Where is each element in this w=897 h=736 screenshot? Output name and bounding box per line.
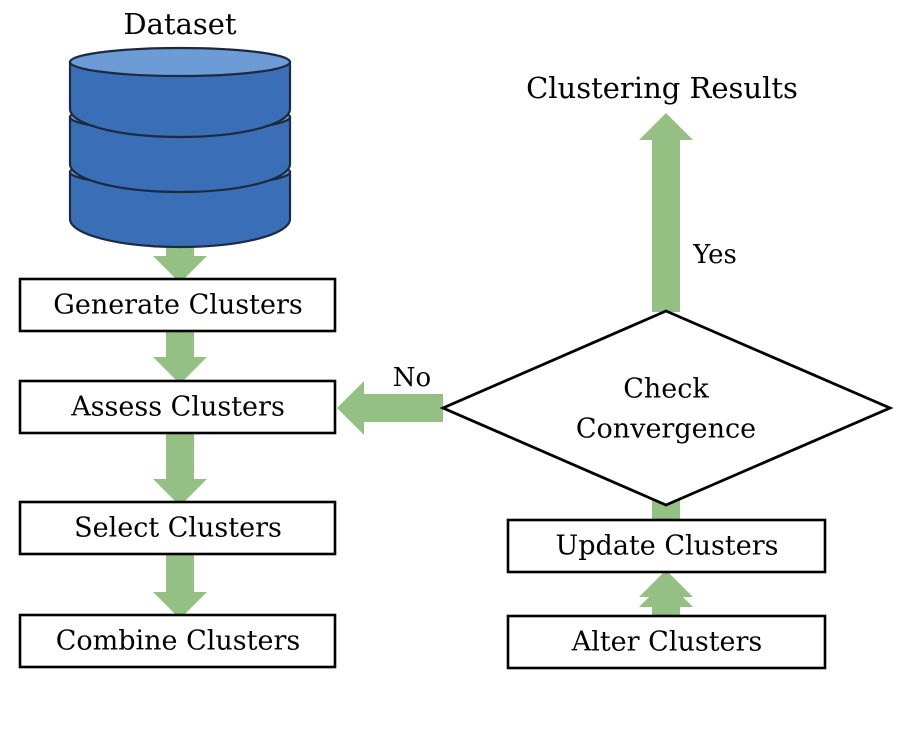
box-assess-clusters[interactable] (18, 379, 337, 435)
dataset-title: Dataset (123, 7, 237, 41)
box-alter-clusters[interactable] (506, 614, 827, 670)
dataset-cylinder-icon (68, 46, 292, 249)
arrow-assess-to-select (153, 432, 207, 506)
label-select-clusters: Select Clusters (74, 513, 282, 544)
box-combine-clusters[interactable] (18, 613, 337, 669)
label-alter-clusters: Alter Clusters (571, 627, 763, 658)
decision-check-convergence[interactable] (439, 309, 894, 507)
arrow-select-to-combine (153, 553, 207, 619)
clustering-results-title: Clustering Results (526, 71, 798, 105)
label-assess-clusters: Assess Clusters (70, 392, 285, 423)
label-update-clusters: Update Clusters (556, 531, 779, 562)
arrow-generate-to-assess (153, 330, 207, 384)
label-check-convergence-line1: Check (623, 374, 709, 405)
label-generate-clusters: Generate Clusters (53, 290, 302, 321)
label-combine-clusters: Combine Clusters (56, 626, 301, 657)
arrow-check-to-results (639, 113, 693, 312)
arrow-check-to-assess (337, 381, 443, 435)
box-update-clusters[interactable] (506, 518, 827, 574)
label-check-convergence-line2: Convergence (576, 414, 756, 445)
box-select-clusters[interactable] (18, 500, 337, 556)
edge-label-no: No (393, 363, 431, 393)
arrow-alter-to-update (639, 570, 693, 616)
flow-arrows-layer (153, 113, 693, 619)
edge-label-yes: Yes (692, 240, 737, 270)
box-generate-clusters[interactable] (18, 277, 337, 333)
